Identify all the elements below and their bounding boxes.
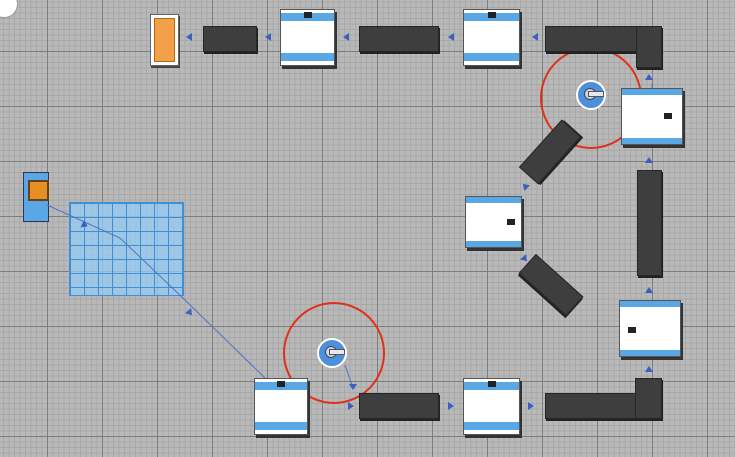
machine-bottom-mid[interactable] — [463, 378, 520, 435]
robot-arm — [329, 349, 345, 355]
conveyor-diagonal-lower[interactable] — [518, 253, 584, 317]
machine-band — [464, 422, 519, 430]
machine-port — [303, 12, 312, 18]
machine-port — [487, 12, 496, 18]
robot-reach-circle — [283, 302, 385, 404]
robot-arm — [588, 91, 604, 97]
conveyor-top-2[interactable] — [203, 26, 257, 52]
grid-area-icon[interactable] — [69, 202, 184, 296]
machine-right-upper[interactable] — [621, 88, 683, 145]
flow-arrow-left — [265, 33, 271, 41]
sink-core — [154, 18, 175, 62]
machine-band — [466, 197, 521, 203]
robot-arm-icon[interactable] — [317, 338, 347, 368]
machine-band — [466, 241, 521, 247]
machine-right-lower[interactable] — [619, 300, 681, 357]
machine-band — [281, 53, 334, 61]
flow-arrow-left — [520, 181, 530, 191]
flow-arrow-right — [448, 402, 454, 410]
conveyor-right-vertical[interactable] — [637, 170, 662, 276]
conveyor-bottom-1[interactable] — [359, 393, 439, 419]
machine-band — [464, 53, 519, 61]
corner-menu-icon[interactable] — [0, 0, 18, 18]
machine-top-left[interactable] — [280, 9, 335, 66]
conveyor-top-corner-down[interactable] — [636, 26, 662, 68]
flow-arrow-up — [645, 157, 653, 163]
machine-port — [664, 113, 672, 119]
flow-arrow-left — [532, 33, 538, 41]
robot-arm-icon[interactable] — [576, 80, 606, 110]
flow-arrow-down — [185, 308, 195, 318]
box-icon — [28, 180, 49, 201]
machine-bottom-left[interactable] — [254, 378, 308, 435]
flow-arrow-right — [528, 402, 534, 410]
flow-arrow-up — [645, 74, 653, 80]
machine-center[interactable] — [465, 196, 522, 248]
flow-arrow-up — [645, 366, 653, 372]
machine-band — [620, 301, 680, 307]
machine-top-mid[interactable] — [463, 9, 520, 66]
source-station[interactable] — [23, 172, 49, 222]
machine-band — [620, 350, 680, 356]
conveyor-top-1[interactable] — [359, 26, 439, 52]
flow-arrow-left — [448, 33, 454, 41]
machine-port — [487, 381, 496, 387]
machine-port — [628, 327, 636, 333]
flow-arrow-right — [348, 402, 354, 410]
flow-arrow-left — [343, 33, 349, 41]
conveyor-bottom-corner[interactable] — [635, 378, 662, 419]
flow-arrow-up — [645, 287, 653, 293]
machine-band — [622, 138, 682, 144]
machine-port — [277, 381, 285, 387]
machine-port — [507, 219, 515, 225]
conveyor-bottom-2[interactable] — [545, 393, 637, 419]
sink-icon[interactable] — [150, 14, 179, 66]
flow-arrow-down — [349, 384, 357, 390]
machine-band — [255, 422, 307, 430]
machine-band — [622, 89, 682, 95]
flow-arrow-left — [186, 33, 192, 41]
